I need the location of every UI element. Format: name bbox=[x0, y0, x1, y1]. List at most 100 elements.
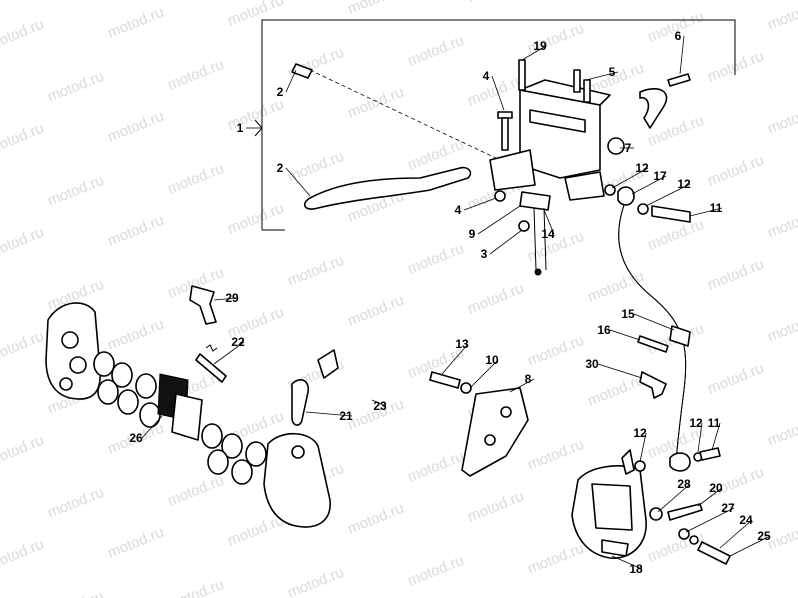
leader-line bbox=[631, 175, 667, 195]
leader-line bbox=[543, 209, 555, 235]
watermark-text: motod.ru bbox=[765, 204, 798, 242]
watermark-text: motod.ru bbox=[525, 540, 586, 578]
watermark-text: motod.ru bbox=[765, 412, 798, 450]
callout-number: 25 bbox=[757, 529, 771, 543]
leader-line bbox=[609, 329, 641, 341]
leader-line bbox=[469, 359, 499, 389]
callout-number: 10 bbox=[485, 353, 499, 367]
leader-line bbox=[689, 207, 723, 217]
watermark-text: motod.ru bbox=[0, 536, 46, 574]
callout-number: 12 bbox=[677, 177, 691, 191]
caliper-bracket-8 bbox=[429, 371, 529, 477]
callout-number: 12 bbox=[689, 416, 703, 430]
watermark-text: motod.ru bbox=[225, 512, 286, 550]
watermark-text: motod.ru bbox=[465, 72, 526, 110]
callout-number: 26 bbox=[129, 431, 143, 445]
watermark-text: motod.ru bbox=[705, 256, 766, 294]
watermark-text: motod.ru bbox=[345, 84, 406, 122]
callout-number: 11 bbox=[708, 416, 721, 430]
callout-number: 7 bbox=[625, 141, 632, 155]
leader-line bbox=[633, 313, 675, 331]
leader-lines bbox=[141, 35, 771, 570]
callout-number: 28 bbox=[677, 477, 691, 491]
watermark-text: motod.ru bbox=[525, 332, 586, 370]
watermark-text: motod.ru bbox=[165, 472, 226, 510]
watermark-text: motod.ru bbox=[285, 564, 346, 598]
watermark-text: motod.ru bbox=[405, 448, 466, 486]
callout-number: 12 bbox=[633, 426, 647, 440]
callout-number: 12 bbox=[635, 161, 649, 175]
leader-line bbox=[597, 363, 643, 379]
watermark-text: motod.ru bbox=[225, 0, 286, 30]
leader-line bbox=[509, 378, 535, 393]
leader-line bbox=[213, 341, 245, 365]
watermark-text: motod.ru bbox=[765, 0, 798, 34]
leader-line bbox=[639, 432, 647, 463]
watermark-text: motod.ru bbox=[525, 228, 586, 266]
callout-number: 5 bbox=[609, 65, 616, 79]
watermark-text: motod.ru bbox=[345, 0, 406, 18]
piston-seals bbox=[93, 351, 267, 485]
watermark-text: motod.ru bbox=[105, 108, 166, 146]
leader-line bbox=[141, 415, 163, 439]
watermark-text: motod.ru bbox=[165, 56, 226, 94]
leader-line bbox=[285, 167, 311, 197]
leader-line bbox=[463, 197, 497, 211]
watermark-text: motod.ru bbox=[105, 212, 166, 250]
watermark-text: motod.ru bbox=[105, 316, 166, 354]
watermark-text: motod.ru bbox=[45, 484, 106, 522]
watermark-text: motod.ru bbox=[705, 360, 766, 398]
callout-number: 17 bbox=[653, 169, 667, 183]
callout-number: 15 bbox=[621, 307, 635, 321]
watermark-text: motod.ru bbox=[165, 160, 226, 198]
watermark-text: motod.ru bbox=[0, 120, 46, 158]
watermark-text: motod.ru bbox=[465, 280, 526, 318]
callout-number: 6 bbox=[675, 29, 682, 43]
callout-number: 18 bbox=[629, 562, 643, 576]
callout-number: 4 bbox=[455, 203, 462, 217]
watermark-text: motod.ru bbox=[765, 100, 798, 138]
leader-line bbox=[697, 422, 703, 453]
watermark-text: motod.ru bbox=[285, 44, 346, 82]
watermark-text: motod.ru bbox=[585, 268, 646, 306]
watermark-text: motod.ru bbox=[285, 252, 346, 290]
leader-line bbox=[305, 411, 353, 417]
left-caliper-group bbox=[45, 285, 339, 528]
leader-line bbox=[441, 343, 469, 375]
callout-number: 8 bbox=[525, 372, 532, 386]
watermark-text: motod.ru bbox=[405, 32, 466, 70]
watermark-text: motod.ru bbox=[705, 152, 766, 190]
callout-number: 9 bbox=[469, 227, 476, 241]
watermark-text: motod.ru bbox=[225, 200, 286, 238]
callout-number: 1 bbox=[237, 121, 244, 135]
watermark-text: motod.ru bbox=[765, 308, 798, 346]
leader-line bbox=[477, 205, 521, 235]
callout-number: 11 bbox=[710, 201, 723, 215]
callout-number: 16 bbox=[597, 323, 611, 337]
watermark-text: motod.ru bbox=[405, 552, 466, 590]
leader-line bbox=[491, 75, 505, 111]
callout-number: 19 bbox=[533, 39, 547, 53]
watermark-text: motod.ru bbox=[165, 576, 226, 598]
leader-line bbox=[729, 535, 771, 557]
callout-number: 3 bbox=[481, 247, 488, 261]
leader-line bbox=[711, 422, 721, 451]
leader-line bbox=[697, 487, 723, 507]
callout-number: 27 bbox=[721, 501, 735, 515]
watermark-text: motod.ru bbox=[45, 68, 106, 106]
leader-line bbox=[679, 35, 685, 75]
leader-line bbox=[719, 519, 753, 549]
callout-number: 2 bbox=[277, 161, 284, 175]
watermark-text: motod.ru bbox=[405, 240, 466, 278]
leader-line bbox=[685, 507, 735, 533]
watermark-text: motod.ru bbox=[45, 588, 106, 598]
leader-line bbox=[489, 229, 523, 255]
leader-line bbox=[585, 71, 619, 81]
watermark-text: motod.ru bbox=[585, 372, 646, 410]
leader-line bbox=[645, 183, 691, 207]
master-cylinder-group bbox=[291, 59, 691, 276]
watermark-text: motod.ru bbox=[105, 4, 166, 42]
leader-line bbox=[213, 297, 239, 301]
watermark-text: motod.ru bbox=[645, 216, 706, 254]
callout-number: 14 bbox=[541, 227, 555, 241]
